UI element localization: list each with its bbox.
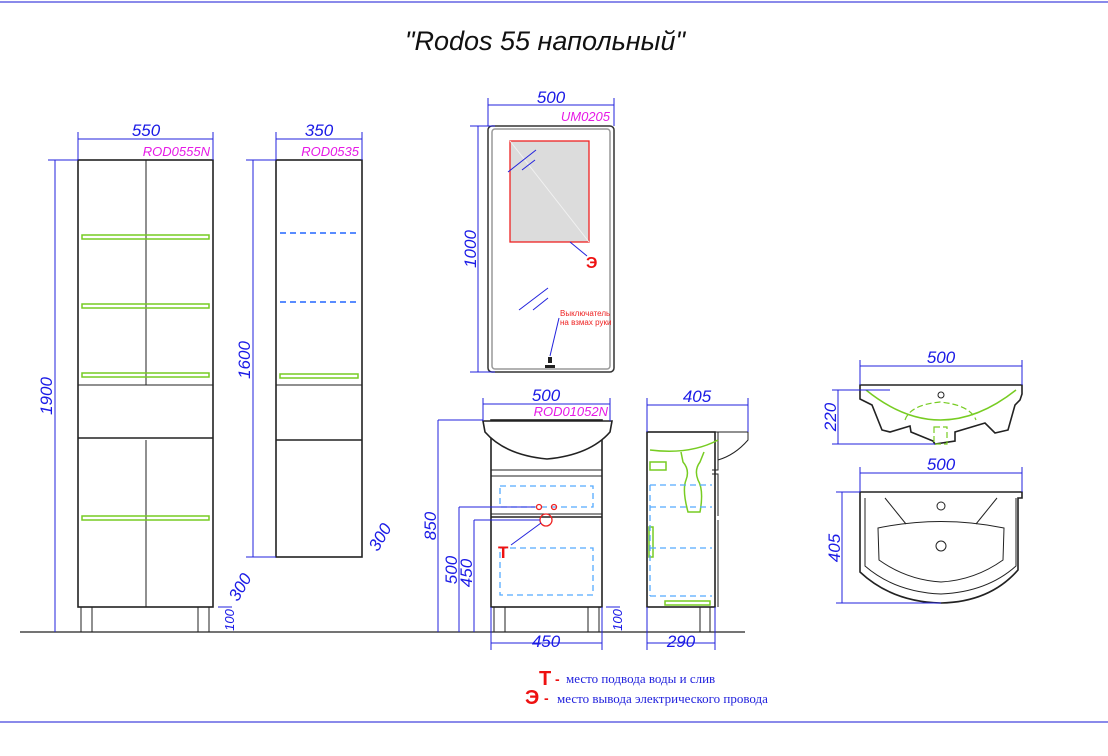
dim-body-depth: 290	[666, 632, 696, 651]
dim-width: 500	[927, 455, 956, 474]
dim-450-height: 450	[457, 558, 476, 587]
model-label: ROD0555N	[143, 144, 211, 159]
sink-top-view: 500 405	[825, 455, 1023, 604]
dim-leg: 100	[610, 608, 625, 630]
dim-height: 220	[821, 402, 840, 432]
dim-850: 850	[421, 511, 440, 540]
dim-width: 500	[927, 348, 956, 367]
model-label: ROD0535	[301, 144, 360, 159]
tall-cabinet: 550 ROD0555N 1900 300 100	[37, 121, 256, 633]
dim-depth: 300	[225, 570, 256, 605]
vanity-side: 405 290	[646, 387, 749, 651]
legend-dash: -	[544, 690, 549, 706]
dim-depth: 405	[825, 533, 844, 562]
model-label: ROD01052N	[534, 404, 609, 419]
dim-width: 500	[532, 386, 561, 405]
dim-depth: 405	[683, 387, 712, 406]
dim-leg: 100	[222, 608, 237, 630]
dim-body-width: 450	[532, 632, 561, 651]
model-label: UM0205	[561, 109, 611, 124]
legend-text-electric: место вывода электрического провода	[557, 691, 768, 706]
legend-dash: -	[555, 671, 560, 687]
dim-height: 1600	[235, 341, 254, 379]
switch-note-line2: на взмах руки	[560, 318, 611, 327]
mirror: Э Выключатель на взмах руки 500 UM0205 1…	[461, 88, 615, 373]
dim-width: 550	[132, 121, 161, 140]
sink-front-view: 500 220	[821, 348, 1023, 445]
switch-note-line1: Выключатель	[560, 309, 610, 318]
dim-width: 350	[305, 121, 334, 140]
half-cabinet: 350 ROD0535 1600 300	[235, 121, 396, 558]
legend-mark-water: Т	[539, 668, 551, 690]
dim-width: 500	[537, 88, 566, 107]
electric-mark: Э	[586, 255, 597, 272]
page-title: "Rodos 55 напольный"	[405, 26, 687, 56]
dim-height: 1000	[461, 230, 480, 268]
dim-height: 1900	[37, 377, 56, 415]
water-mark: Т	[498, 543, 509, 562]
switch-icon	[548, 357, 552, 363]
dim-500: 500	[442, 555, 461, 584]
dim-depth: 300	[365, 520, 396, 555]
legend: Т - место подвода воды и слив Э - место …	[525, 668, 768, 709]
vanity-front: Т 500 ROD01052N 850 500 450 450 100	[421, 386, 625, 651]
legend-mark-electric: Э	[525, 687, 539, 709]
legend-text-water: место подвода воды и слив	[566, 671, 715, 686]
